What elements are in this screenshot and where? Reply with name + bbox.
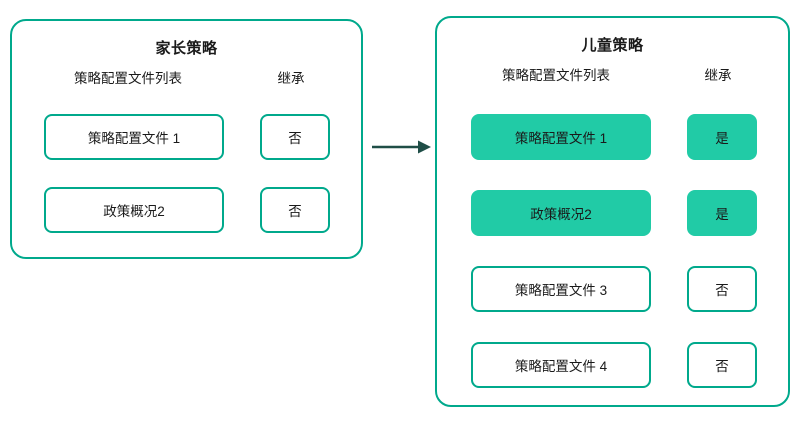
child-policy-panel: 儿童策略 策略配置文件列表 继承 策略配置文件 1 是 政策概况2 是 策略配置… — [435, 16, 790, 407]
parent-column-headers: 策略配置文件列表 继承 — [12, 67, 361, 89]
child-profile-box-2[interactable]: 政策概况2 — [471, 190, 651, 236]
child-profile-box-3[interactable]: 策略配置文件 3 — [471, 266, 651, 312]
child-inherit-box-3[interactable]: 否 — [687, 266, 757, 312]
parent-profile-box-1[interactable]: 策略配置文件 1 — [44, 114, 224, 160]
child-header-inherit: 继承 — [704, 68, 732, 83]
parent-inherit-box-2[interactable]: 否 — [260, 187, 330, 233]
child-header-profiles: 策略配置文件列表 — [502, 68, 610, 83]
parent-inherit-box-1[interactable]: 否 — [260, 114, 330, 160]
child-inherit-box-4[interactable]: 否 — [687, 342, 757, 388]
arrow-icon — [372, 140, 431, 154]
parent-header-inherit: 继承 — [277, 71, 305, 86]
child-inherit-box-1[interactable]: 是 — [687, 114, 757, 160]
child-column-headers: 策略配置文件列表 继承 — [437, 64, 788, 86]
child-inherit-box-2[interactable]: 是 — [687, 190, 757, 236]
arrow-head — [418, 140, 431, 154]
inheritance-arrow — [368, 134, 434, 160]
parent-policy-panel: 家长策略 策略配置文件列表 继承 策略配置文件 1 否 政策概况2 否 — [10, 19, 363, 259]
child-panel-title: 儿童策略 — [581, 37, 644, 54]
parent-profile-box-2[interactable]: 政策概况2 — [44, 187, 224, 233]
parent-header-profiles: 策略配置文件列表 — [74, 71, 182, 86]
parent-panel-title: 家长策略 — [155, 40, 218, 57]
child-profile-box-4[interactable]: 策略配置文件 4 — [471, 342, 651, 388]
child-profile-box-1[interactable]: 策略配置文件 1 — [471, 114, 651, 160]
